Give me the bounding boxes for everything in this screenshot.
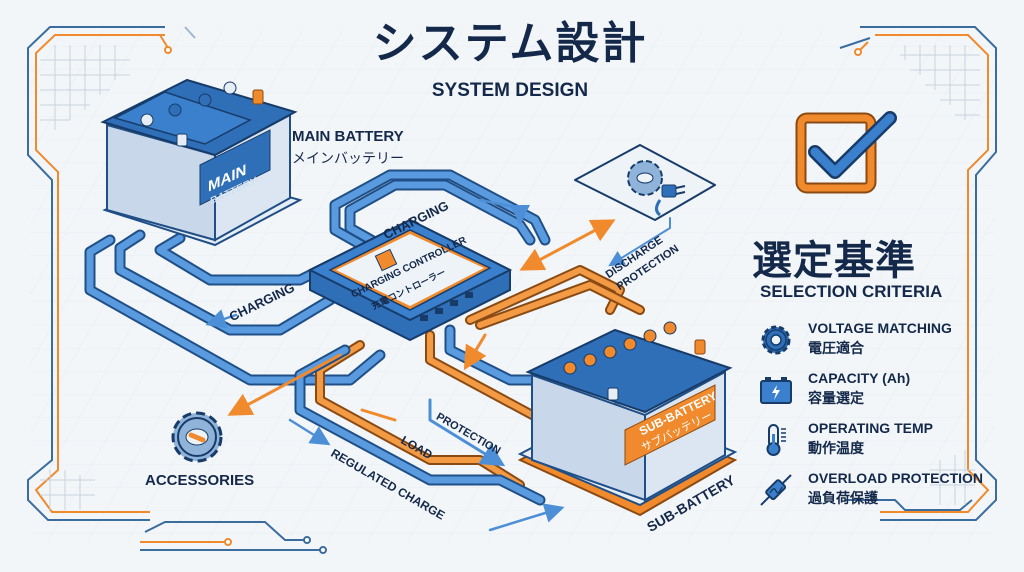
arrow-discharge-bidirectional	[519, 219, 616, 271]
criteria-item-capacity: CAPACITY (Ah) 容量選定	[758, 368, 998, 412]
main-battery-label-en: MAIN BATTERY	[292, 128, 404, 145]
battery-icon	[760, 377, 792, 404]
fuse-icon	[760, 474, 792, 506]
main-battery	[100, 78, 303, 247]
accessories-label: ACCESSORIES	[145, 472, 255, 489]
arrow-to-accessories	[227, 353, 342, 416]
criteria-label-jp: 過負荷保護	[808, 491, 878, 507]
criteria-title-en: SELECTION CRITERIA	[760, 282, 943, 301]
arrow-discharge-protection	[608, 217, 671, 267]
criteria-label-en: VOLTAGE MATCHING	[808, 320, 952, 336]
criteria-title-jp: 選定基準	[752, 238, 916, 284]
criteria-label-jp: 容量選定	[808, 391, 864, 407]
gear-plug-icon	[627, 160, 686, 217]
arrow-regulated-charge	[288, 418, 331, 446]
criteria-item-temp: OPERATING TEMP 動作温度	[758, 418, 998, 462]
load-indicator	[360, 408, 397, 422]
gear-icon	[761, 325, 791, 355]
sub-battery	[517, 321, 738, 517]
charging-controller	[307, 218, 513, 342]
accessories-gear-icon	[171, 411, 223, 463]
criteria-label-en: CAPACITY (Ah)	[808, 370, 911, 386]
pipe-charging-left	[84, 229, 386, 386]
criteria-label-en: OPERATING TEMP	[808, 420, 933, 436]
arrow-protection-down	[463, 333, 487, 371]
arrow-charging-left	[205, 309, 238, 329]
criteria-label-jp: 電圧適合	[808, 341, 864, 357]
page-title-jp: システム設計	[372, 18, 648, 69]
criteria-item-overload: OVERLOAD PROTECTION 過負荷保護	[758, 468, 998, 512]
thermometer-icon	[766, 424, 786, 456]
discharge-protection-device	[574, 144, 716, 221]
page-title-en: SYSTEM DESIGN	[431, 80, 589, 101]
arrow-sub-battery-input	[488, 503, 565, 532]
criteria-label-jp: 動作温度	[808, 441, 864, 457]
arrow-charging-top	[478, 198, 530, 225]
checkbox-check-icon	[795, 111, 897, 194]
arrow-protection	[428, 398, 506, 467]
criteria-item-voltage: VOLTAGE MATCHING 電圧適合	[758, 318, 998, 362]
criteria-label-en: OVERLOAD PROTECTION	[808, 470, 984, 486]
main-battery-label-jp: メインバッテリー	[292, 151, 404, 167]
